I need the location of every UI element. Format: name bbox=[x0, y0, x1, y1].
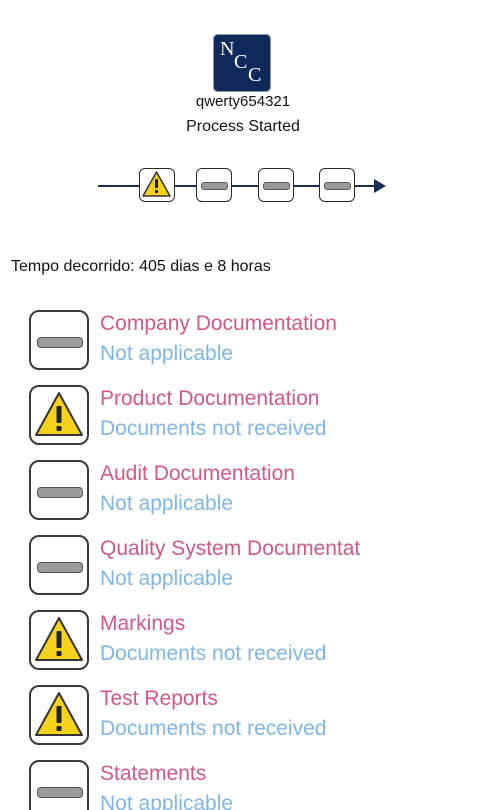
not-applicable-icon bbox=[37, 562, 83, 573]
item-title: Company Documentation bbox=[100, 312, 337, 335]
list-item-test-reports[interactable]: Test Reports Documents not received bbox=[29, 685, 486, 760]
list-item-statements[interactable]: Statements Not applicable bbox=[29, 760, 486, 810]
not-applicable-icon bbox=[37, 337, 83, 348]
status-box bbox=[29, 760, 89, 810]
list-item-quality-system-documentation[interactable]: Quality System Documentat Not applicable bbox=[29, 535, 486, 610]
item-title: Product Documentation bbox=[100, 387, 320, 410]
logo-letter: C bbox=[248, 64, 262, 86]
item-status: Documents not received bbox=[100, 642, 327, 665]
item-title: Statements bbox=[100, 762, 207, 785]
logo-letter: N bbox=[220, 38, 235, 60]
logo-letter: C bbox=[234, 51, 248, 73]
timeline-step-1[interactable] bbox=[139, 168, 175, 202]
progress-timeline bbox=[96, 166, 391, 206]
status-box bbox=[29, 610, 89, 670]
not-applicable-icon bbox=[37, 487, 83, 498]
status-box bbox=[29, 685, 89, 745]
list-item-product-documentation[interactable]: Product Documentation Documents not rece… bbox=[29, 385, 486, 460]
item-status: Documents not received bbox=[100, 417, 327, 440]
timeline-step-3[interactable] bbox=[258, 168, 294, 202]
item-title: Test Reports bbox=[100, 687, 218, 710]
status-box bbox=[29, 460, 89, 520]
ncc-logo: N C C bbox=[213, 34, 271, 92]
warning-icon bbox=[35, 617, 83, 661]
not-applicable-icon bbox=[37, 787, 83, 798]
item-title: Markings bbox=[100, 612, 186, 635]
not-applicable-icon bbox=[201, 182, 228, 190]
item-status: Not applicable bbox=[100, 567, 234, 590]
warning-icon bbox=[142, 171, 171, 197]
warning-icon bbox=[35, 392, 83, 436]
elapsed-time: Tempo decorrido: 405 dias e 8 horas bbox=[11, 258, 271, 275]
warning-icon bbox=[35, 692, 83, 736]
list-item-audit-documentation[interactable]: Audit Documentation Not applicable bbox=[29, 460, 486, 535]
timeline-step-2[interactable] bbox=[196, 168, 232, 202]
status-box bbox=[29, 385, 89, 445]
timeline-step-4[interactable] bbox=[319, 168, 355, 202]
item-status: Documents not received bbox=[100, 717, 327, 740]
item-title: Quality System Documentat bbox=[100, 537, 361, 560]
status-box bbox=[29, 535, 89, 595]
item-status: Not applicable bbox=[100, 792, 234, 810]
not-applicable-icon bbox=[324, 182, 351, 190]
timeline-arrow-icon bbox=[374, 179, 386, 193]
not-applicable-icon bbox=[263, 182, 290, 190]
document-list: Company Documentation Not applicable Pro… bbox=[29, 310, 486, 810]
username: qwerty654321 bbox=[195, 93, 291, 110]
process-status: Process Started bbox=[186, 118, 300, 135]
list-item-markings[interactable]: Markings Documents not received bbox=[29, 610, 486, 685]
item-status: Not applicable bbox=[100, 492, 234, 515]
list-item-company-documentation[interactable]: Company Documentation Not applicable bbox=[29, 310, 486, 385]
item-title: Audit Documentation bbox=[100, 462, 295, 485]
status-box bbox=[29, 310, 89, 370]
timeline-line bbox=[98, 185, 378, 187]
item-status: Not applicable bbox=[100, 342, 234, 365]
